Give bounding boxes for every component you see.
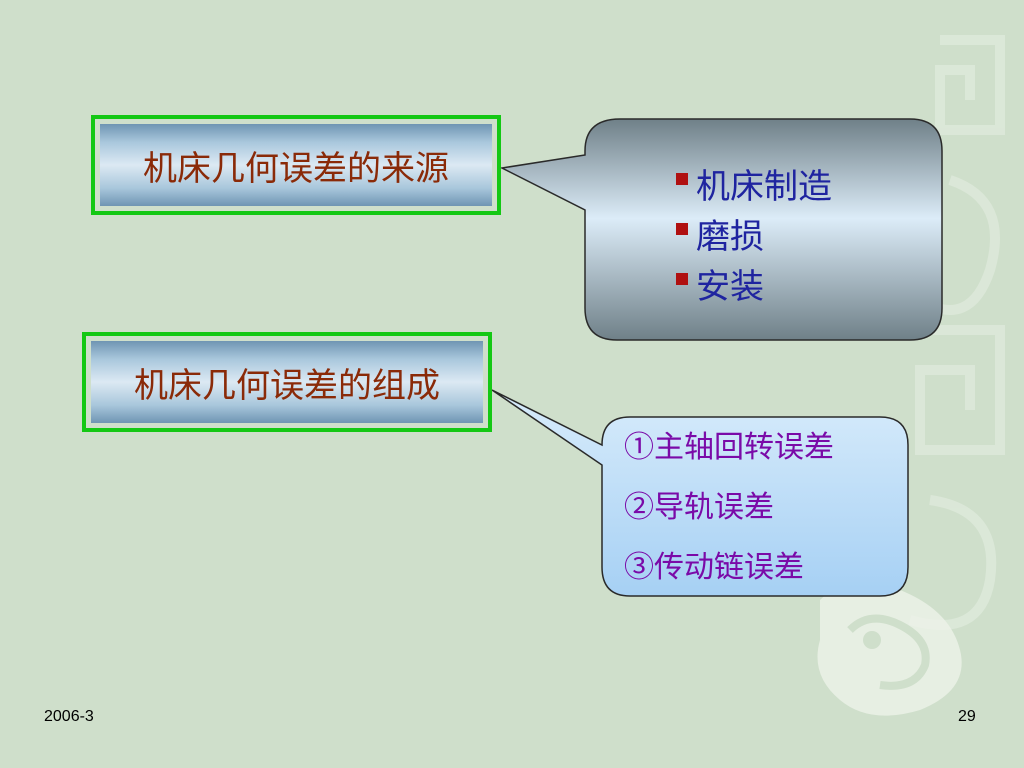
list-item: ②导轨误差 [624, 490, 774, 525]
bullet-square-icon [676, 223, 688, 235]
list-item-label: 磨损 [696, 217, 764, 257]
dragon-emblem [817, 582, 962, 716]
composition-title-frame: 机床几何误差的组成 [82, 332, 492, 432]
bullet-square-icon [676, 273, 688, 285]
footer-date: 2006-3 [44, 708, 94, 725]
sources-callout-bubble [499, 118, 943, 341]
sources-list: 机床制造 磨损 安装 [676, 164, 832, 314]
list-item: 机床制造 [676, 164, 832, 214]
list-item: ①主轴回转误差 [624, 430, 834, 465]
list-item: ③传动链误差 [624, 550, 804, 585]
bullet-square-icon [676, 173, 688, 185]
source-title-frame: 机床几何误差的来源 [91, 115, 501, 215]
source-title: 机床几何误差的来源 [100, 124, 492, 206]
page-number: 29 [958, 708, 976, 725]
list-item: 磨损 [676, 214, 832, 264]
composition-title: 机床几何误差的组成 [91, 341, 483, 423]
list-item-label: 机床制造 [696, 167, 832, 207]
list-item-label: 安装 [696, 267, 764, 307]
composition-callout-bubble [491, 389, 909, 597]
list-item: 安装 [676, 264, 832, 314]
composition-list: ①主轴回转误差 ②导轨误差 ③传动链误差 [624, 426, 834, 606]
